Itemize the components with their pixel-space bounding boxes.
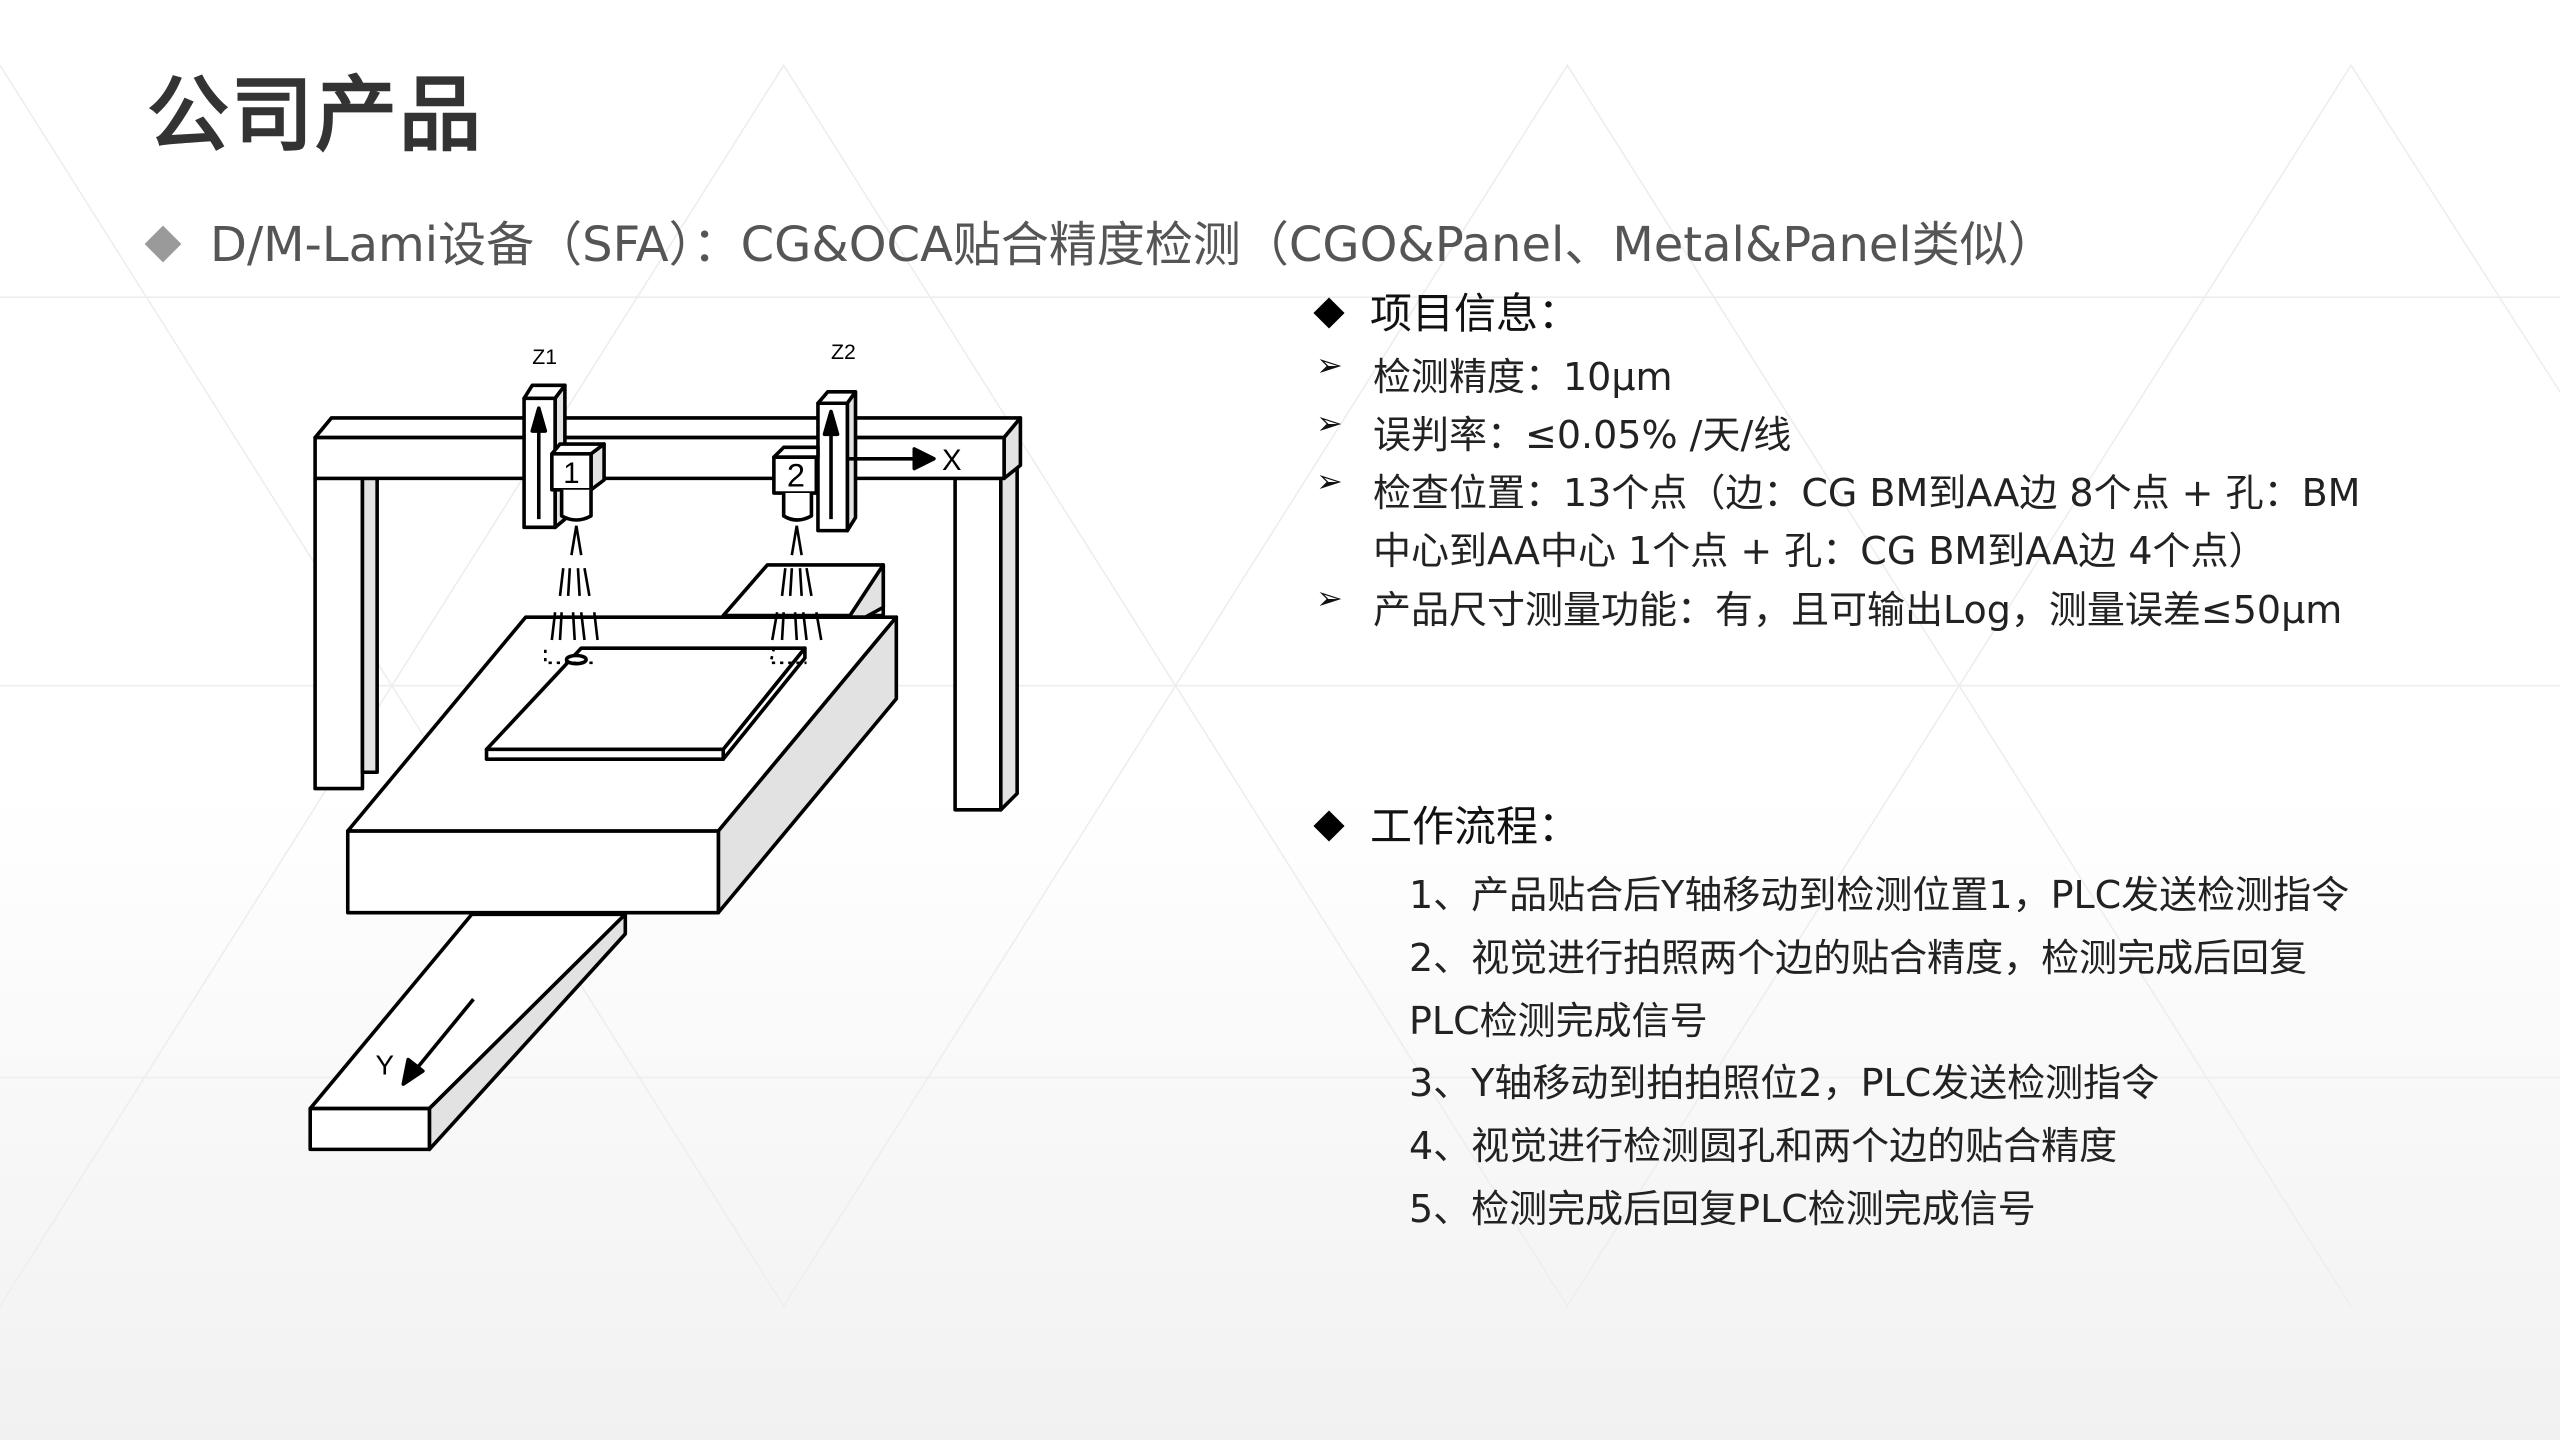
left-leg bbox=[313, 476, 379, 791]
y-rail bbox=[308, 912, 628, 1152]
y-axis-label: Y bbox=[376, 1049, 395, 1080]
subtitle: D/M-Lami设备（SFA）：CG&OCA贴合精度检测（CGO&Panel、M… bbox=[144, 205, 2056, 275]
arrow-bullet-icon: ➢ bbox=[1316, 404, 1343, 442]
z2-column bbox=[816, 390, 858, 533]
info-item: 中心到AA中心 1个点 + 孔：CG BM到AA边 4个点） bbox=[1373, 529, 2267, 573]
workflow-step: 3、Y轴移动到拍拍照位2，PLC发送检测指令 bbox=[1409, 1061, 2160, 1105]
camera-rays bbox=[544, 525, 823, 665]
workflow-step: 2、视觉进行拍照两个边的贴合精度，检测完成后回复 bbox=[1409, 936, 2308, 980]
camera-2 bbox=[772, 445, 820, 522]
arrow-bullet-icon: ➢ bbox=[1316, 346, 1343, 384]
right-leg bbox=[953, 463, 1019, 812]
arrow-bullet-icon: ➢ bbox=[1316, 579, 1343, 617]
subtitle-text: D/M-Lami设备（SFA）：CG&OCA贴合精度检测（CGO&Panel、M… bbox=[210, 217, 2056, 273]
camera-1 bbox=[550, 442, 606, 522]
info-item: 误判率：≤0.05% /天/线 bbox=[1373, 413, 1792, 457]
workflow-step: 4、视觉进行检测圆孔和两个边的贴合精度 bbox=[1409, 1124, 2118, 1168]
page-title: 公司产品 bbox=[147, 68, 484, 163]
workflow-step: PLC检测完成信号 bbox=[1409, 999, 1708, 1043]
camera-1-label: 1 bbox=[563, 457, 579, 490]
info-heading: 项目信息： bbox=[1313, 280, 1581, 341]
camera-2-label: 2 bbox=[787, 457, 805, 494]
info-item: 检查位置：13个点（边：CG BM到AA边 8个点 + 孔：BM bbox=[1373, 471, 2361, 515]
arrow-bullet-icon: ➢ bbox=[1316, 462, 1343, 500]
info-heading-text: 项目信息： bbox=[1370, 289, 1581, 338]
info-item: 产品尺寸测量功能：有，且可输出Log，测量误差≤50μm bbox=[1373, 588, 2343, 632]
workflow-step: 5、检测完成后回复PLC检测完成信号 bbox=[1409, 1187, 2036, 1231]
info-item: 检测精度：10μm bbox=[1373, 355, 1673, 399]
workflow-heading: 工作流程： bbox=[1313, 793, 1581, 854]
workflow-heading-text: 工作流程： bbox=[1370, 802, 1581, 851]
z1-label: Z1 bbox=[532, 346, 557, 369]
x-axis-label: X bbox=[942, 444, 962, 477]
workflow-step: 1、产品贴合后Y轴移动到检测位置1，PLC发送检测指令 bbox=[1409, 873, 2350, 917]
panel bbox=[484, 646, 807, 761]
z2-label: Z2 bbox=[831, 341, 856, 364]
